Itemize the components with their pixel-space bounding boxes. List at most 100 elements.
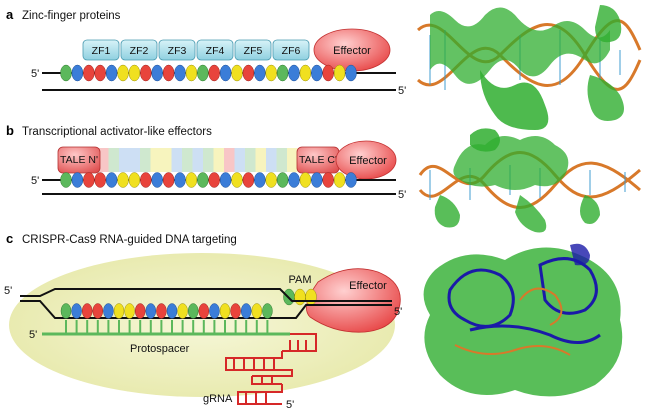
tale-n-label: TALE N' <box>60 154 98 166</box>
dna-base <box>185 172 198 188</box>
dna-base <box>311 64 323 82</box>
panel-a-5prime-bottom: 5' <box>398 85 406 97</box>
panel-a-title: Zinc-finger proteins <box>22 10 121 22</box>
tale-repeat <box>234 148 245 172</box>
zf-box-6 <box>272 39 310 61</box>
panel-c-bottom-strand <box>20 300 392 319</box>
zf-label-3: ZF3 <box>168 45 187 57</box>
panel-b-5prime-bottom: 5' <box>398 189 406 201</box>
dna-base <box>117 64 129 82</box>
tale-repeat <box>276 148 287 172</box>
panel-c-letter: c <box>6 231 13 246</box>
dna-base <box>322 172 334 188</box>
dna-base <box>105 172 118 188</box>
dna-base <box>185 64 198 82</box>
dna-base <box>113 303 125 319</box>
tale-repeat <box>119 148 130 172</box>
dna-base <box>198 303 210 319</box>
tale-repeat <box>129 148 140 172</box>
panel-c: c CRISPR-Cas9 RNA-guided DNA targeting E… <box>4 231 402 411</box>
dna-base <box>288 64 300 82</box>
zinc-finger-structure-icon <box>416 5 642 130</box>
dna-base <box>333 172 346 188</box>
dna-base <box>197 172 209 188</box>
dna-base <box>128 172 141 188</box>
tale-repeat <box>98 148 109 172</box>
dna-base <box>151 64 163 82</box>
panel-c-title: CRISPR-Cas9 RNA-guided DNA targeting <box>22 234 237 246</box>
zf-box-3 <box>158 39 196 61</box>
zf-label-4: ZF4 <box>206 45 225 57</box>
panel-c-5prime-right: 5' <box>394 306 402 318</box>
panel-a: a Zinc-finger proteins Effector ZF1 ZF2 … <box>6 7 406 97</box>
tale-repeat-array <box>98 148 298 172</box>
zinc-finger-boxes: ZF1 ZF2 ZF3 ZF4 ZF5 ZF6 <box>82 39 310 61</box>
dna-base <box>242 64 255 82</box>
dna-base <box>288 172 300 188</box>
zf-box-4 <box>196 39 234 61</box>
dna-base <box>94 64 106 82</box>
dna-base <box>124 303 135 319</box>
dna-base <box>276 172 289 188</box>
dna-base <box>333 64 346 82</box>
dna-base <box>151 172 163 188</box>
dna-base <box>345 64 357 82</box>
panel-c-effector-label: Effector <box>349 280 387 292</box>
dna-base <box>71 172 84 188</box>
dna-base <box>299 172 312 188</box>
tale-repeat <box>213 148 224 172</box>
tale-repeat <box>192 148 203 172</box>
tale-repeat <box>287 148 298 172</box>
panel-b-effector-label: Effector <box>349 155 387 167</box>
dna-base <box>71 303 82 319</box>
panel-b: b Transcriptional activator-like effecto… <box>6 123 406 201</box>
pam-label: PAM <box>288 274 311 286</box>
pam-base-3 <box>305 288 317 306</box>
dna-base <box>251 303 263 319</box>
dna-base <box>254 64 266 82</box>
zf-label-5: ZF5 <box>244 45 263 57</box>
panel-b-5prime-top: 5' <box>31 175 39 187</box>
dna-base <box>231 64 243 82</box>
guide-base-ticks <box>65 320 269 334</box>
dna-base <box>187 303 199 319</box>
dna-base <box>177 303 188 319</box>
zf-box-5 <box>234 39 272 61</box>
zf-box-1 <box>82 39 120 61</box>
panel-c-top-strand <box>20 288 392 302</box>
dna-base <box>209 303 220 319</box>
panel-a-5prime-top: 5' <box>31 68 39 80</box>
dna-base <box>197 64 209 82</box>
dna-base <box>242 172 255 188</box>
dna-base <box>60 64 72 82</box>
dna-base <box>94 172 106 188</box>
panel-b-bases <box>60 172 357 188</box>
tale-repeat <box>161 148 172 172</box>
dna-base <box>83 64 95 82</box>
grna-label: gRNA <box>203 393 233 405</box>
tale-repeat <box>150 148 161 172</box>
dna-base <box>262 303 273 319</box>
dna-base <box>208 172 220 188</box>
dna-base <box>240 303 252 319</box>
protospacer-label: Protospacer <box>130 343 190 355</box>
dna-base <box>140 172 152 188</box>
dna-base <box>265 172 277 188</box>
dna-base <box>322 64 334 82</box>
tale-repeat <box>255 148 266 172</box>
dna-base <box>345 172 357 188</box>
cas9-structure-icon <box>423 243 623 397</box>
dna-base <box>134 303 146 319</box>
dna-base <box>92 303 104 319</box>
tale-repeat <box>182 148 193 172</box>
panel-a-letter: a <box>6 7 14 22</box>
dna-base <box>60 303 72 319</box>
dna-base <box>174 64 186 82</box>
dna-base <box>219 172 232 188</box>
dna-base <box>265 64 277 82</box>
dna-base <box>162 172 175 188</box>
zf-label-1: ZF1 <box>92 45 111 57</box>
dna-base <box>103 303 114 319</box>
panel-c-bases <box>60 303 273 319</box>
